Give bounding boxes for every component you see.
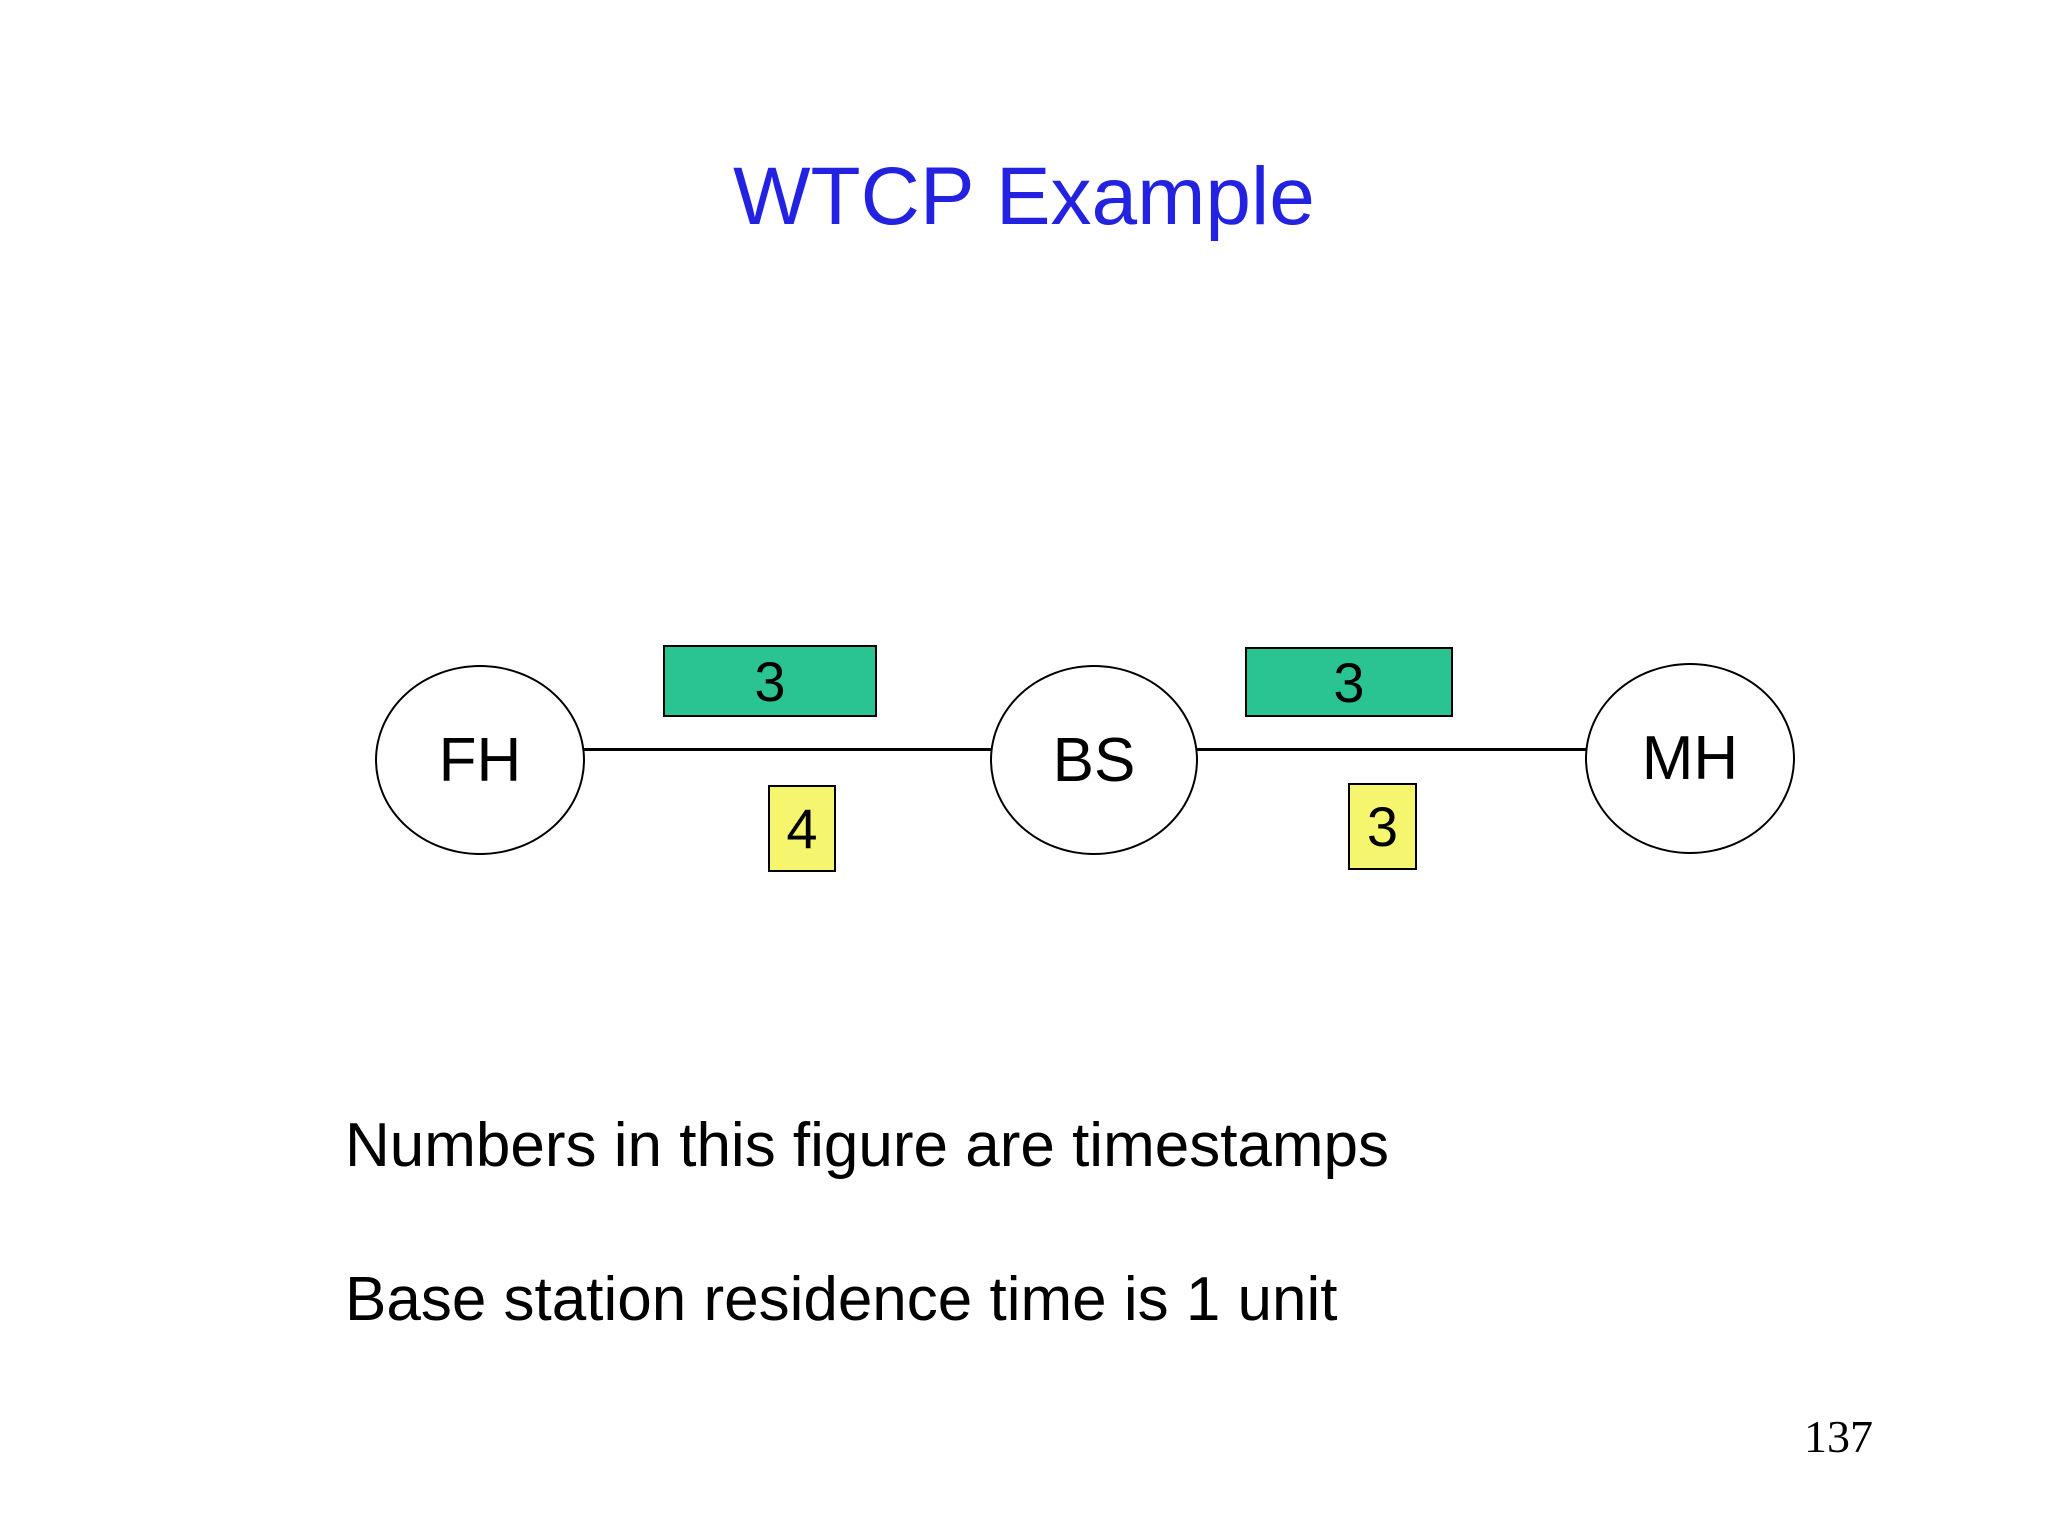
node-fh: FH <box>375 665 585 855</box>
node-bs-label: BS <box>1052 725 1136 795</box>
node-bs: BS <box>990 665 1198 855</box>
timestamp-box-bs-mh-bottom: 3 <box>1348 783 1417 870</box>
timestamp-box-fh-bs-bottom: 4 <box>768 785 836 872</box>
timestamp-box-fh-bs-top: 3 <box>663 645 877 717</box>
note-residence-time: Base station residence time is 1 unit <box>345 1265 1338 1334</box>
slide-title: WTCP Example <box>733 151 1315 242</box>
note-timestamps: Numbers in this figure are timestamps <box>345 1111 1390 1180</box>
timestamp-box-bs-mh-top: 3 <box>1245 647 1453 717</box>
node-mh: MH <box>1585 663 1795 854</box>
link-fh-bs <box>560 748 1010 751</box>
page-number: 137 <box>1804 1411 1873 1462</box>
link-bs-mh <box>1180 748 1600 751</box>
node-fh-label: FH <box>438 725 522 795</box>
node-mh-label: MH <box>1641 724 1739 793</box>
